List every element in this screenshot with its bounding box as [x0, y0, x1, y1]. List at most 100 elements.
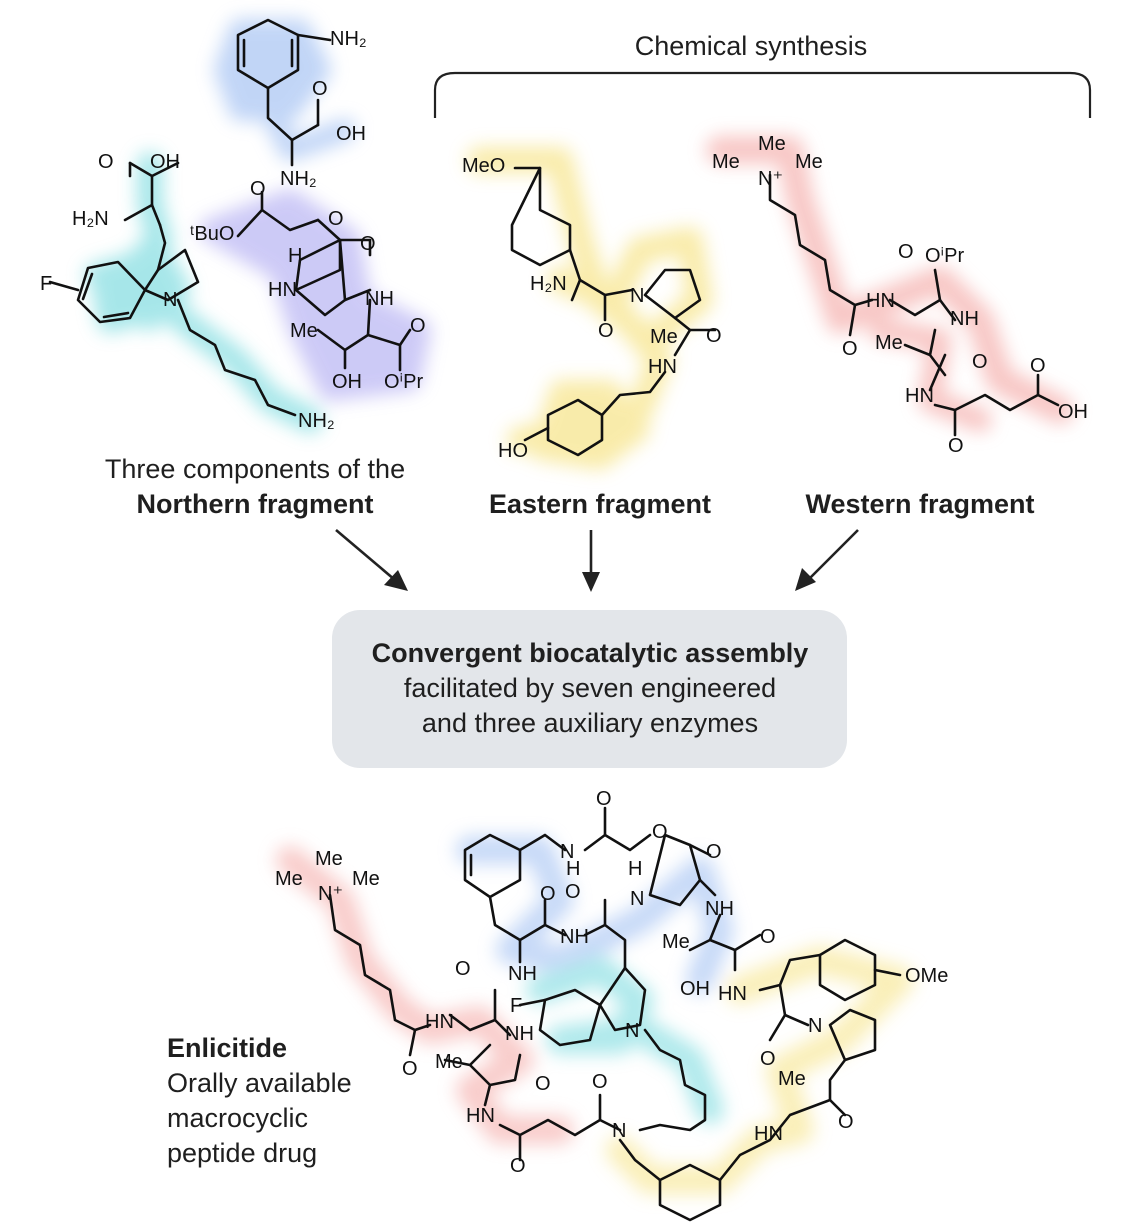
product-hn-center: NH: [560, 926, 589, 948]
product-amide-hn: HN: [425, 1011, 454, 1033]
eastern-hn: HN: [648, 356, 677, 378]
product-thr-me: Me: [662, 931, 690, 953]
phe-aminomethyl-nh2: NH₂: [330, 28, 367, 50]
northern-bicyclic-structure: [236, 190, 412, 372]
product-name: Enlicitide: [167, 1033, 287, 1063]
eastern-amine: H₂N: [530, 273, 567, 295]
product-nh-mid: NH: [505, 1023, 534, 1045]
phe-acid-oh: OH: [336, 123, 366, 145]
product-desc-line3: peptide drug: [167, 1138, 317, 1168]
product-bicyclic-o: O: [706, 841, 722, 863]
assembly-line2: facilitated by seven engineered: [404, 673, 776, 703]
northern-glow: [84, 19, 431, 433]
product-indole-n: N: [625, 1020, 639, 1042]
trp-amine: H₂N: [72, 208, 109, 230]
northern-caption-line2: Northern fragment: [136, 489, 373, 519]
product-thr-o: O: [760, 926, 776, 948]
product-hn-succ: HN: [466, 1105, 495, 1127]
arrow-from-eastern: [582, 530, 600, 592]
arrow-from-western: [795, 529, 859, 591]
bicyclic-ether-o: O: [328, 208, 344, 230]
product-ome: OMe: [905, 965, 948, 987]
eastern-ho: HO: [498, 440, 528, 462]
product-thr-oh: OH: [680, 978, 710, 1000]
bicyclic-tbuo: ᵗBuO: [190, 223, 234, 245]
thr-carbonyl-o: O: [410, 315, 426, 337]
trp-chain-nh2: NH₂: [298, 410, 335, 432]
product-n-tertiary: N: [612, 1120, 626, 1142]
western-ala-o: O: [972, 351, 988, 373]
western-me: Me: [875, 332, 903, 354]
product-top-o: O: [596, 788, 612, 810]
product-pro-me: Me: [778, 1068, 806, 1090]
western-acid-oh: OH: [1058, 401, 1088, 423]
eastern-amide-o: O: [706, 325, 722, 347]
northern-caption-line1: Three components of the: [105, 454, 405, 484]
assembly-line3: and three auxiliary enzymes: [422, 708, 758, 738]
product-desc-line2: macrocyclic: [167, 1103, 308, 1133]
product-succ-o: O: [510, 1155, 526, 1177]
western-nme3-me-top: Me: [758, 133, 786, 155]
eastern-carbonyl-o: O: [598, 320, 614, 342]
product-nplus: N⁺: [318, 883, 343, 905]
western-caption: Western fragment: [805, 489, 1034, 519]
western-amide-nh: HN: [866, 290, 895, 312]
trp-indole-n: N: [163, 289, 177, 311]
western-nh: NH: [950, 308, 979, 330]
eastern-structure: [510, 166, 717, 457]
northern-trp-structure: [48, 161, 297, 417]
western-acid-o: O: [1030, 355, 1046, 377]
thr-oh: OH: [332, 371, 362, 393]
western-hn: HN: [905, 385, 934, 407]
western-nme3-me-right: Me: [795, 151, 823, 173]
chemical-synthesis-label: Chemical synthesis: [635, 31, 868, 61]
product-o-left: O: [455, 958, 471, 980]
northern-phe-structure: [236, 18, 332, 167]
bicyclic-hn: HN: [268, 279, 297, 301]
bicyclic-ester-o: O: [250, 178, 266, 200]
product-nh-right: NH: [705, 898, 734, 920]
western-oipr: OⁱPr: [925, 245, 964, 267]
product-pro-o: O: [760, 1048, 776, 1070]
western-nme3-me-left: Me: [712, 151, 740, 173]
eastern-pro-n: N: [630, 285, 644, 307]
trp-acid-o: O: [98, 151, 114, 173]
eastern-meo: MeO: [462, 155, 505, 177]
product-o-carbonyl: O: [565, 881, 581, 903]
thr-oipr: OⁱPr: [384, 371, 423, 393]
assembly-box: [332, 610, 847, 768]
bicyclic-amide-o: O: [360, 233, 376, 255]
bicyclic-amide-nh: NH: [365, 288, 394, 310]
arrow-from-northern: [335, 529, 408, 591]
thr-me: Me: [290, 320, 318, 342]
phe-carbonyl-o: O: [312, 78, 328, 100]
product-nme3-me-top: Me: [315, 848, 343, 870]
western-amide-o: O: [842, 338, 858, 360]
bicyclic-h: H: [288, 245, 302, 267]
product-me-ala: Me: [435, 1051, 463, 1073]
product-desc-line1: Orally available: [167, 1068, 352, 1098]
product-top-nh: N: [560, 841, 574, 863]
product-ether-o: O: [652, 821, 668, 843]
trp-acid-oh: OH: [150, 151, 180, 173]
chemical-synthesis-bracket: [433, 71, 1092, 118]
eastern-caption: Eastern fragment: [489, 489, 711, 519]
product-succ-o2: O: [592, 1071, 608, 1093]
western-nplus: N⁺: [758, 168, 783, 190]
phe-amine-nh2: NH₂: [280, 168, 317, 190]
trp-fluorine: F: [40, 273, 52, 295]
product-phe-o: O: [540, 883, 556, 905]
product-nh-left: NH: [508, 963, 537, 985]
product-bicyclic-h: H: [628, 858, 642, 880]
western-ester-o: O: [898, 241, 914, 263]
product-ala-o: O: [535, 1073, 551, 1095]
product-bicyclic-n: N: [630, 888, 644, 910]
eastern-glow: [467, 147, 713, 470]
product-nme3-me-left: Me: [275, 868, 303, 890]
product-amide-o: O: [402, 1058, 418, 1080]
eastern-me: Me: [650, 326, 678, 348]
product-pro-n: N: [808, 1015, 822, 1037]
western-structure: [768, 173, 1060, 437]
product-top-h: H: [566, 858, 580, 880]
